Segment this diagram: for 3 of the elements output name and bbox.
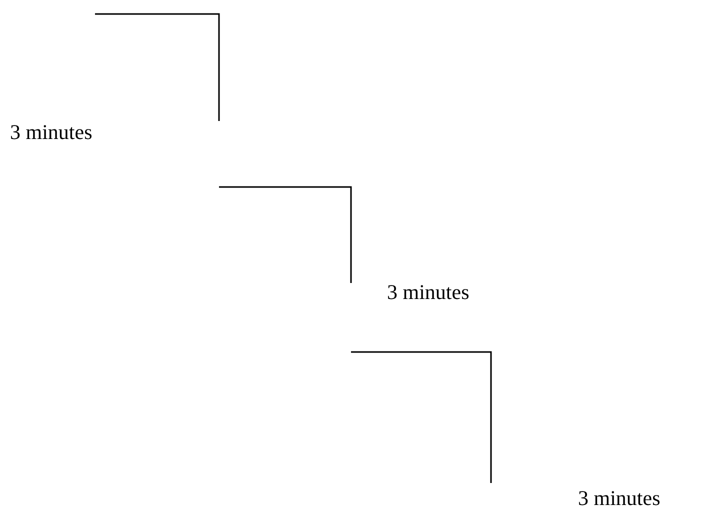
duration-label: 3 minutes (578, 486, 660, 510)
duration-label: 3 minutes (387, 280, 470, 304)
duration-label: 3 minutes (10, 120, 92, 144)
